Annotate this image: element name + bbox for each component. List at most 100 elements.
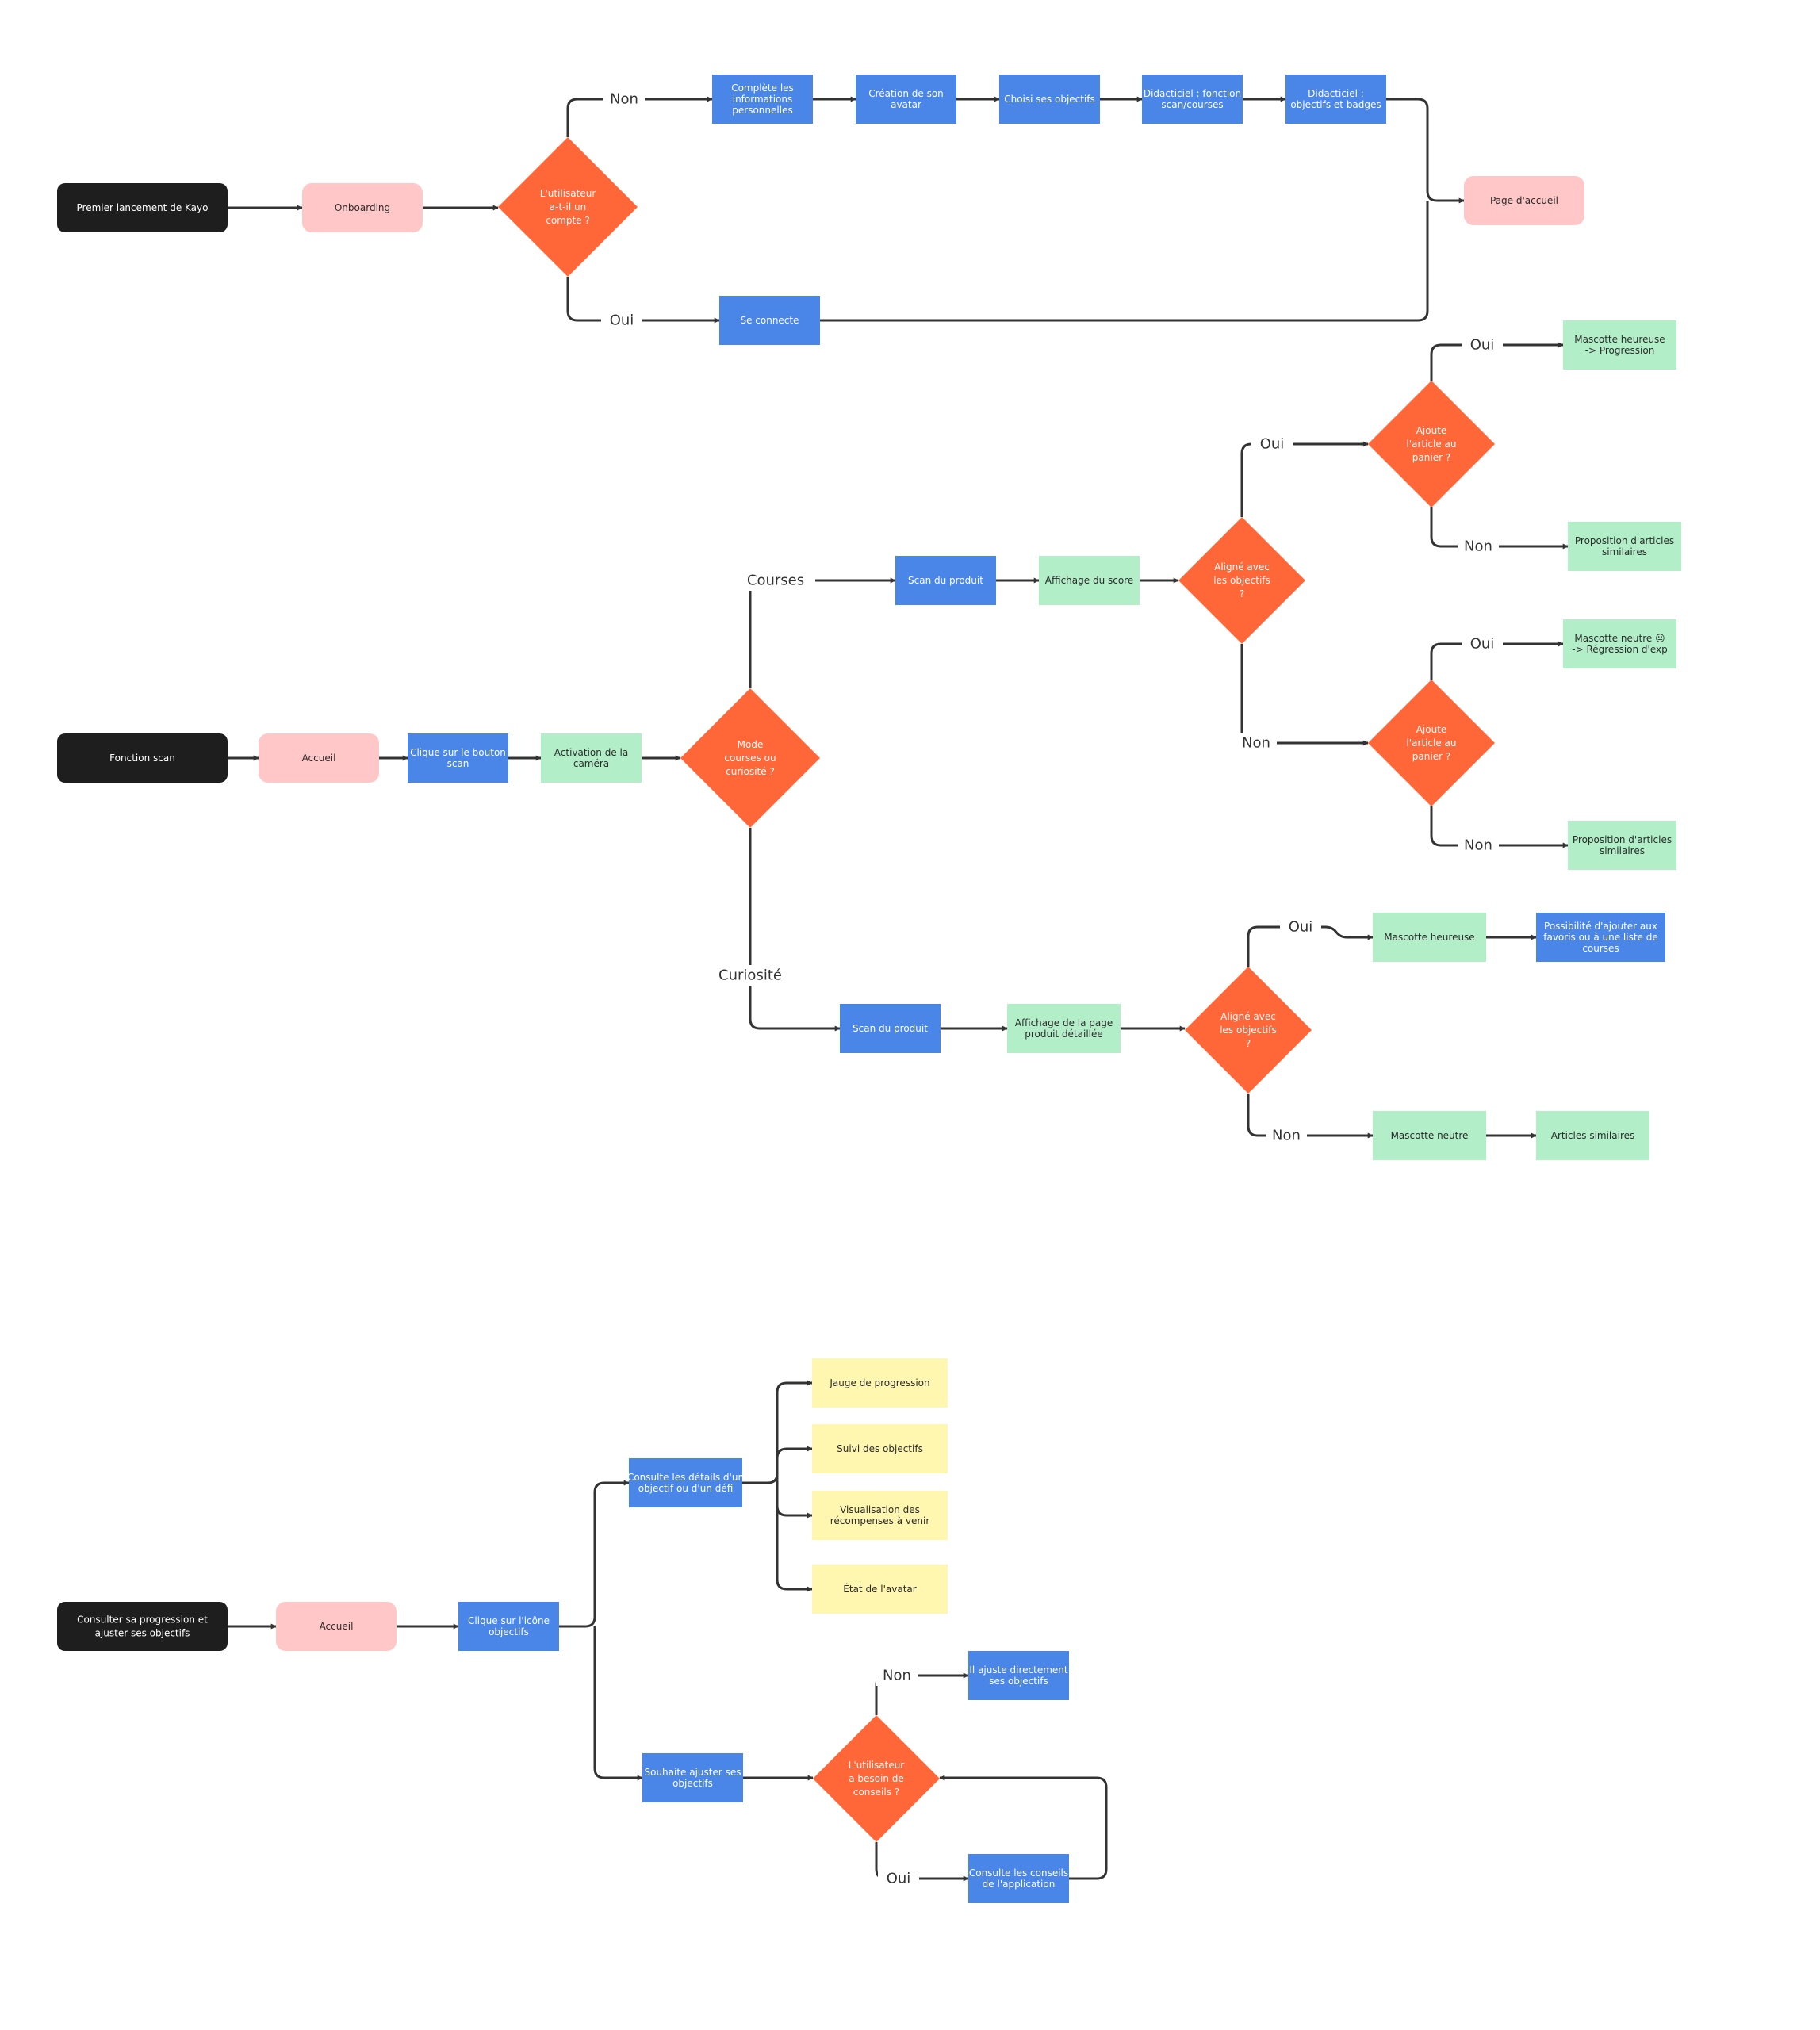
decision-shape <box>1368 381 1495 508</box>
edge-label-s2-non-p2: Non <box>1464 837 1492 854</box>
node-label-line: Affichage du score <box>1045 575 1133 586</box>
node-label-line: ? <box>1240 588 1244 599</box>
node-label-line: a-t-il un <box>550 201 586 213</box>
edge-label-bg <box>878 1868 919 1889</box>
edge-label-s1-non: Non <box>610 91 638 108</box>
node-shape <box>1464 176 1584 225</box>
edge-s2-panier2-propo2 <box>1430 806 1569 848</box>
edge-s2-aligne1-panier2 <box>1240 644 1369 746</box>
edge-label-s2-curiosite: Curiosité <box>718 967 782 984</box>
nodes-layer: Premier lancement de Kayo Onboarding L'uti… <box>57 75 1681 1903</box>
node-label-line: Ajoute <box>1416 724 1447 735</box>
edge-s3-icone-details <box>559 1480 630 1628</box>
node-s2-heureuse2: Mascotte heureuse <box>1373 913 1486 962</box>
node-label-line: Mode <box>738 739 764 750</box>
edges-layer <box>228 96 1569 1882</box>
node-label-line: informations <box>733 94 793 105</box>
node-shape <box>1536 913 1665 962</box>
edge-label-bg <box>1266 1125 1307 1146</box>
node-shape <box>812 1424 948 1473</box>
edge-label-s3-non: Non <box>883 1668 911 1684</box>
node-label-line: caméra <box>573 758 609 769</box>
node-shape <box>895 556 996 605</box>
node-label-line: panier ? <box>1412 751 1450 762</box>
edge-label-s3-oui: Oui <box>887 1871 911 1887</box>
edge-s2-aligne1-panier1 <box>1240 441 1369 517</box>
node-label-line: L'utilisateur <box>540 188 596 199</box>
edge-label-bg <box>876 1665 918 1686</box>
edge-label-bg <box>1236 733 1277 753</box>
node-label-line: ajuster ses objectifs <box>95 1628 190 1639</box>
edge-s3-details-recomp <box>776 1483 813 1519</box>
node-shape <box>642 1753 743 1802</box>
node-label-line: Aligné avec <box>1220 1011 1276 1022</box>
node-shape <box>276 1602 397 1651</box>
edge-label-bg <box>1458 835 1499 856</box>
node-shape <box>57 183 228 232</box>
node-label-line: Visualisation des <box>840 1504 920 1515</box>
node-shape <box>856 75 956 124</box>
node-s1-accueil: Page d'accueil <box>1464 176 1584 225</box>
edge-label-s1-oui: Oui <box>610 312 634 329</box>
node-shape <box>719 296 820 345</box>
node-label-line: panier ? <box>1412 452 1450 463</box>
node-s2-mode: Mode courses ou curiosité ? <box>680 688 820 828</box>
edge-s2-aligne2-neutre2 <box>1247 1094 1374 1139</box>
node-s1-objectifs: Choisi ses objectifs <box>999 75 1100 124</box>
node-s1-onboarding: Onboarding <box>302 183 423 232</box>
node-label-line: récompenses à venir <box>830 1515 930 1526</box>
edge-s2-panier2-neutre1 <box>1430 641 1564 680</box>
node-label-line: Jauge de progression <box>829 1377 929 1388</box>
node-label-line: similaires <box>1602 546 1647 557</box>
node-s2-heureuse1: Mascotte heureuse-> Progression <box>1563 320 1676 370</box>
edge-labels-layer: NonOuiCoursesCuriositéOuiNonOuiNonOuiNon… <box>601 89 1503 1889</box>
node-label-line: Ajoute <box>1416 425 1447 436</box>
node-label-line: l'article au <box>1406 439 1456 450</box>
node-label-line: les objectifs <box>1220 1025 1277 1036</box>
edge-s1-compte-infos <box>566 96 713 137</box>
node-shape <box>458 1602 559 1651</box>
node-shape <box>812 1565 948 1614</box>
node-label-line: État de l'avatar <box>843 1583 916 1595</box>
edge-s3-details-suivi <box>776 1446 813 1483</box>
node-shape <box>999 75 1100 124</box>
node-shape <box>57 1602 228 1651</box>
edge-label-s2-oui-a1: Oui <box>1260 436 1285 453</box>
node-label-line: curiosité ? <box>726 766 775 777</box>
node-label-line: Clique sur l'icône <box>468 1615 550 1626</box>
node-shape <box>302 183 423 232</box>
node-label-line: ses objectifs <box>989 1676 1048 1687</box>
edge-s2-mode-scan1 <box>749 577 896 688</box>
node-shape <box>1563 619 1676 668</box>
node-label-line: Onboarding <box>335 202 390 213</box>
node-label-line: -> Régression d'exp <box>1572 644 1667 655</box>
node-s3-suivi: Suivi des objectifs <box>812 1424 948 1473</box>
node-label-line: Mascotte heureuse <box>1384 932 1474 943</box>
node-shape <box>1373 1111 1486 1160</box>
node-label-line: Affichage de la page <box>1015 1017 1113 1028</box>
edge-label-bg <box>1251 434 1293 454</box>
node-label-line: Consulte les détails d'un <box>627 1472 744 1483</box>
node-s3-jauge: Jauge de progression <box>812 1358 948 1408</box>
node-label-line: objectifs et badges <box>1290 99 1381 110</box>
node-label-line: Didacticiel : fonction <box>1144 88 1241 99</box>
node-shape <box>541 733 642 783</box>
node-label-line: Proposition d'articles <box>1573 834 1672 845</box>
node-label-line: Aligné avec <box>1214 561 1270 573</box>
decision-shape <box>1368 680 1495 806</box>
edge-s2-panier1-propo1 <box>1430 508 1569 550</box>
node-shape <box>840 1004 941 1053</box>
node-label-line: Premier lancement de Kayo <box>77 202 209 213</box>
node-label-line: favoris ou à une liste de <box>1543 932 1658 943</box>
node-label-line: objectifs <box>672 1778 713 1789</box>
node-shape <box>712 75 813 124</box>
node-shape <box>408 733 508 783</box>
node-label-line: courses ou <box>724 753 776 764</box>
